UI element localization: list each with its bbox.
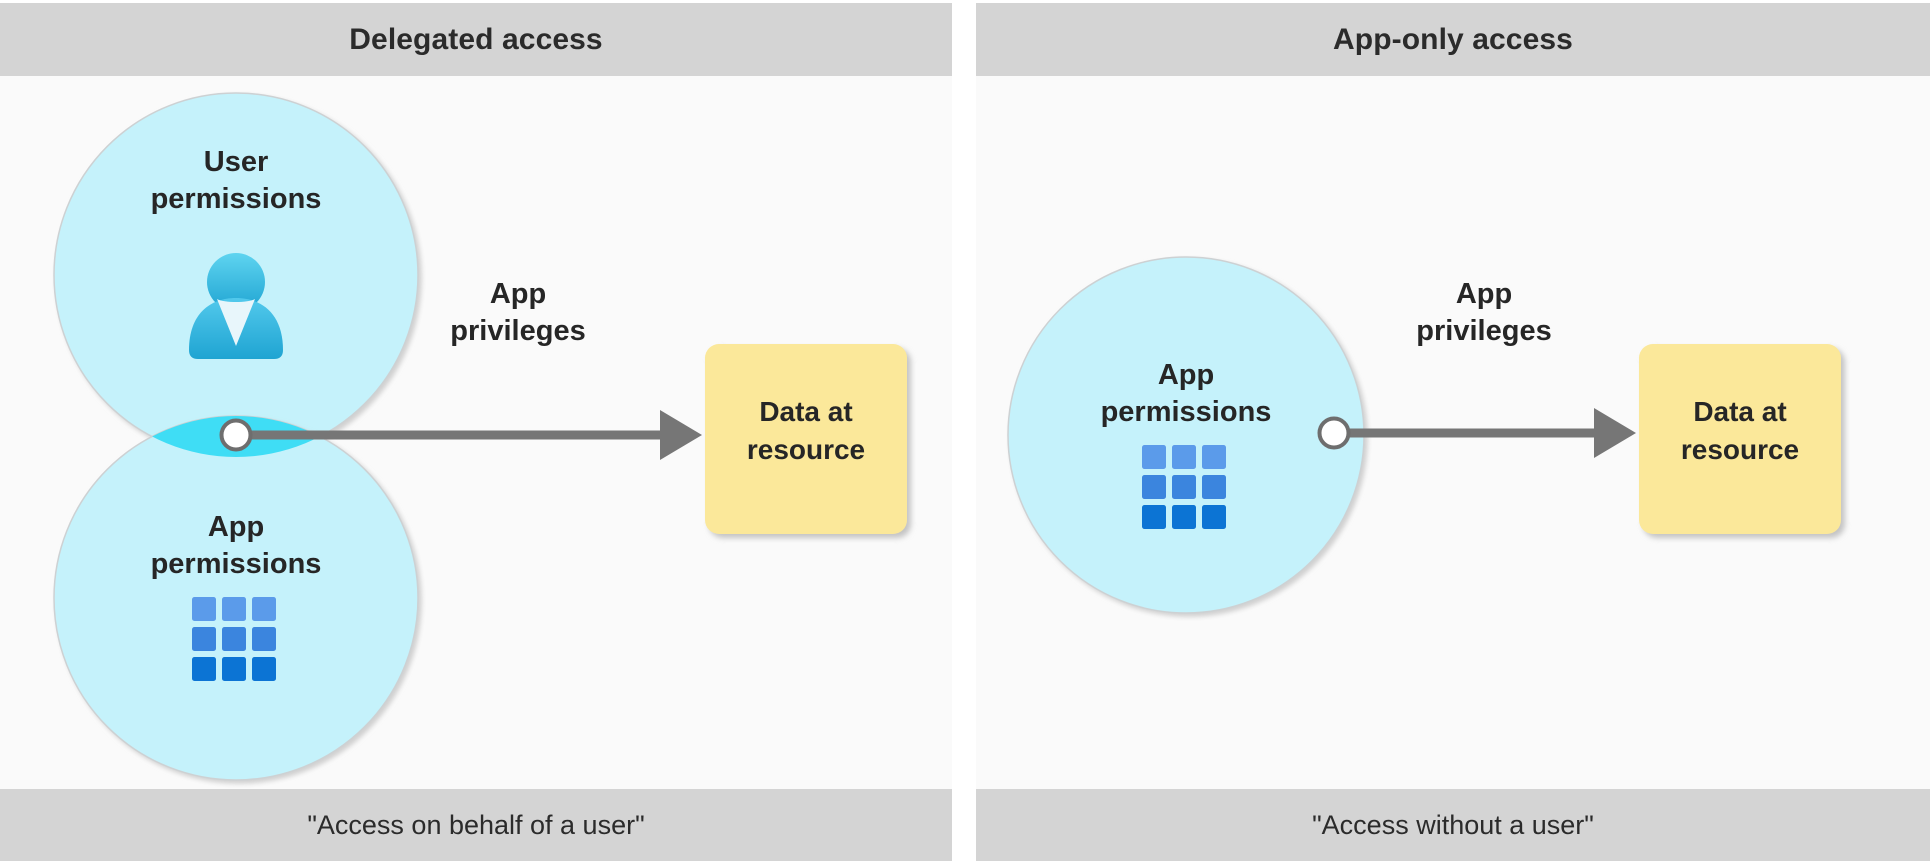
panel-footer-delegated: "Access on behalf of a user" <box>0 789 952 861</box>
app-permissions-circle[interactable] <box>1007 256 1365 614</box>
user-permissions-label-line1: User <box>204 146 269 178</box>
resource-label-line2: resource <box>747 434 865 465</box>
panel-caption-delegated: "Access on behalf of a user" <box>307 809 645 840</box>
panel-title-app-only: App-only access <box>1333 22 1573 56</box>
arrow-head <box>660 410 702 460</box>
panel-header-delegated: Delegated access <box>0 3 952 76</box>
data-at-resource-box[interactable]: Data at resource <box>705 344 907 534</box>
panel-body-app-only: App permissions <box>976 76 1930 789</box>
app-permissions-label-line2: permissions <box>1101 396 1272 428</box>
resource-label-line2: resource <box>1681 434 1799 465</box>
resource-label-line1: Data at <box>759 396 852 427</box>
connector-dot[interactable] <box>1317 416 1351 450</box>
data-at-resource-box[interactable]: Data at resource <box>1639 344 1841 534</box>
app-grid-icon <box>192 597 276 681</box>
panel-header-app-only: App-only access <box>976 3 1930 76</box>
panel-footer-app-only: "Access without a user" <box>976 789 1930 861</box>
panel-title-delegated: Delegated access <box>349 22 603 56</box>
panel-app-only-access: App-only access App permissions <box>976 3 1930 861</box>
user-icon <box>189 253 283 359</box>
connector-dot[interactable] <box>219 418 253 452</box>
app-permissions-label-line2: permissions <box>151 548 322 580</box>
app-privileges-label-line1: App <box>1456 278 1512 310</box>
panel-body-delegated: User permissions App permissions <box>0 76 952 789</box>
app-privileges-arrow <box>1334 408 1636 458</box>
app-permissions-label-line1: App <box>1158 359 1214 391</box>
delegated-access-illustration: User permissions App permissions <box>53 92 907 781</box>
app-privileges-label-line1: App <box>490 278 546 310</box>
panel-delegated-access: Delegated access <box>0 3 952 861</box>
app-privileges-label-line2: privileges <box>1416 315 1551 347</box>
app-privileges-arrow <box>236 410 702 460</box>
panel-caption-app-only: "Access without a user" <box>1312 809 1594 840</box>
app-grid-icon <box>1142 445 1226 529</box>
arrow-head <box>1594 408 1636 458</box>
app-permissions-label-line1: App <box>208 511 264 543</box>
user-permissions-label-line2: permissions <box>151 183 322 215</box>
app-privileges-label-line2: privileges <box>450 315 585 347</box>
app-only-access-illustration: App permissions <box>1007 256 1841 614</box>
resource-label-line1: Data at <box>1693 396 1786 427</box>
